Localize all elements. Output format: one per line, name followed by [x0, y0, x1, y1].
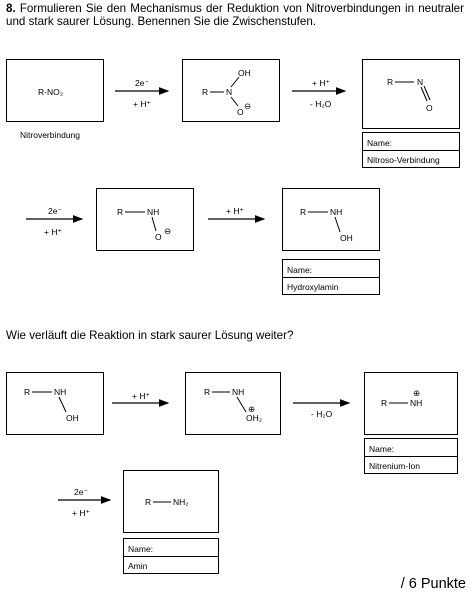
name-box-nitroso: Name: Nitroso-Verbindung [362, 132, 460, 168]
atom-nh2: NH₂ [173, 497, 189, 507]
atom-o: O [155, 232, 162, 242]
r2-arrow1-top: 2e⁻ [48, 206, 62, 216]
r1-arrow2-bottom: - H₂O [310, 99, 332, 109]
name-label: Name: [128, 544, 154, 554]
atom-r: R [24, 387, 31, 397]
name-label: Name: [367, 138, 393, 148]
name-value: Nitroso-Verbindung [367, 155, 440, 165]
nitrenium-box [364, 372, 458, 435]
question-strong-acid: Wie verläuft die Reaktion in stark saure… [6, 329, 294, 342]
plus-charge: ⊕ [248, 404, 256, 414]
atom-r: R [300, 207, 307, 217]
bond [230, 96, 239, 107]
r4-arrow1-bottom: + H⁺ [72, 508, 90, 518]
r1-arrow1-bottom: + H⁺ [133, 99, 151, 109]
r1-arrow2-top: + H⁺ [312, 78, 330, 88]
bond [420, 86, 428, 102]
nitro-compound-box [6, 59, 104, 122]
bond [236, 396, 247, 413]
r3-arrow2-bottom: - H₂O [311, 409, 333, 419]
name-box-amine: Name: Amin [123, 538, 219, 574]
minus-charge: ⊖ [244, 101, 252, 111]
atom-o: O [237, 107, 244, 117]
name-label: Name: [287, 265, 313, 275]
atom-r: R [204, 387, 211, 397]
hydroxylamine-anion-box [96, 188, 194, 251]
hydroxylamine-box-2 [6, 372, 104, 435]
atom-o: O [426, 103, 433, 113]
hydroxylamine-box [282, 188, 380, 251]
protonated-hydroxylamine-box [185, 372, 281, 435]
nitro-formula: R-NO₂ [38, 87, 64, 97]
r4-arrow1-top: 2e⁻ [74, 487, 88, 497]
plus-charge: ⊕ [413, 388, 421, 398]
name-box-hydroxylamine: Name: Hydroxylamin [282, 259, 380, 295]
atom-n: N [417, 77, 424, 87]
name-box-nitrenium: Name: Nitrenium-Ion [364, 438, 458, 474]
atom-r: R [202, 87, 209, 97]
name-value: Amin [128, 561, 148, 571]
name-label: Name: [369, 444, 395, 454]
atom-oh2: OH₂ [246, 413, 263, 423]
atom-r: R [145, 497, 152, 507]
atom-nh: NH [147, 207, 160, 217]
points-label: / 6 Punkte [400, 576, 466, 592]
atom-r: R [387, 77, 394, 87]
bond [230, 76, 240, 88]
atom-nh: NH [330, 207, 343, 217]
r1-arrow1-top: 2e⁻ [135, 78, 149, 88]
task-statement: 8. Formulieren Sie den Mechanismus der R… [6, 2, 464, 28]
atom-oh: OH [340, 233, 353, 243]
nitroso-intermediate-box [182, 59, 280, 122]
r2-arrow2-top: + H⁺ [226, 206, 244, 216]
atom-r: R [117, 207, 124, 217]
bond [58, 396, 67, 413]
atom-n: N [226, 87, 233, 97]
atom-nh: NH [410, 398, 423, 408]
atom-oh: OH [238, 68, 251, 78]
atom-nh: NH [232, 387, 245, 397]
nitro-caption: Nitroverbindung [20, 130, 81, 140]
minus-charge: ⊖ [164, 226, 172, 236]
name-value: Nitrenium-Ion [369, 461, 421, 471]
bond [151, 216, 157, 232]
bond [334, 216, 341, 233]
r3-arrow1-top: + H⁺ [132, 391, 150, 401]
task-number: 8. [6, 2, 16, 15]
task-text: Formulieren Sie den Mechanismus der Redu… [6, 2, 464, 28]
name-value: Hydroxylamin [287, 282, 339, 292]
atom-nh: NH [54, 387, 67, 397]
nitroso-compound-box [362, 59, 460, 129]
bond [423, 85, 431, 101]
atom-oh: OH [66, 413, 79, 423]
atom-r: R [381, 398, 388, 408]
r2-arrow1-bottom: + H⁺ [44, 227, 62, 237]
